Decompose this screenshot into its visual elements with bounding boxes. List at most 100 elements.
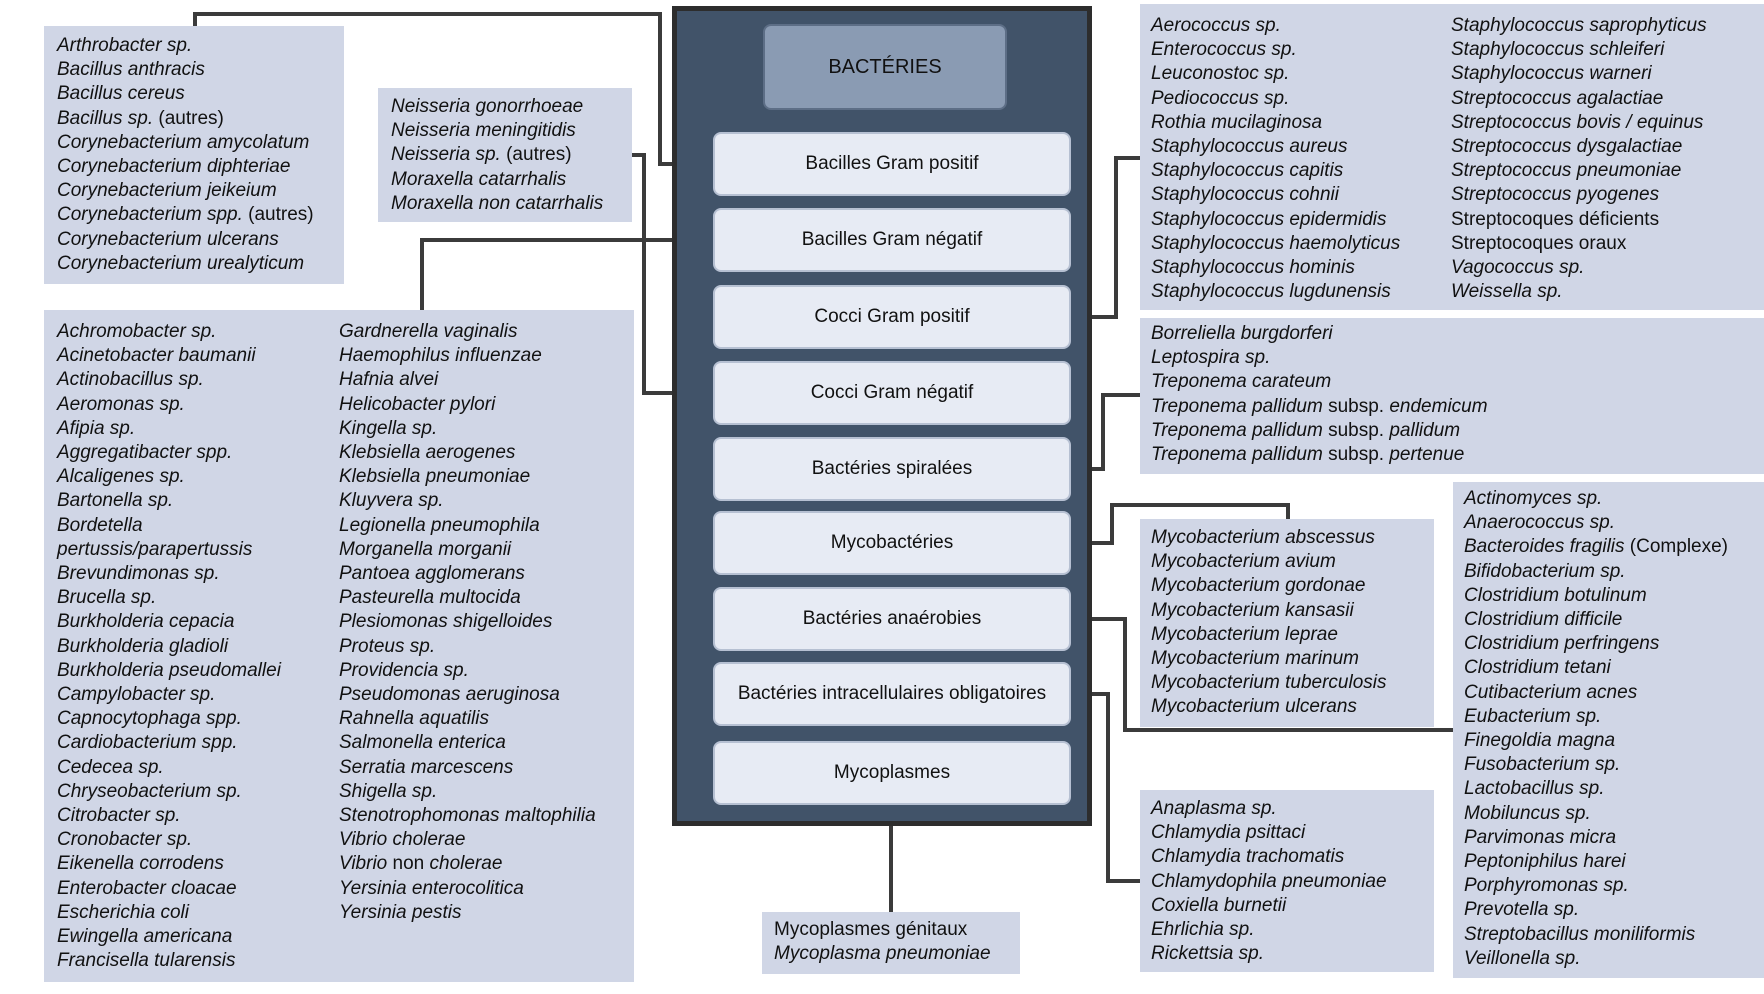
species-name: Corynebacterium diphteriae <box>57 156 291 178</box>
species-item: Cutibacterium acnes <box>1464 681 1764 705</box>
species-item: Salmonella enterica <box>339 731 596 755</box>
species-name: Streptococcus bovis / equinus <box>1451 111 1704 133</box>
category-cocci-gram-negatif: Cocci Gram négatif <box>713 361 1071 425</box>
species-item: Yersinia pestis <box>339 901 596 925</box>
species-name: Alcaligenes sp. <box>57 466 185 488</box>
species-name: Staphylococcus saprophyticus <box>1451 15 1707 36</box>
species-name: Neisseria sp. <box>391 144 501 166</box>
species-item: Cardiobacterium spp. <box>57 731 281 755</box>
species-name: Prevotella sp. <box>1464 899 1580 921</box>
species-name: Aerococcus sp. <box>1151 15 1281 36</box>
species-name: Acinetobacter baumanii <box>57 345 256 367</box>
species-item: Vibrio cholerae <box>339 828 596 852</box>
species-name: Staphylococcus warneri <box>1451 63 1652 85</box>
species-name: Corynebacterium amycolatum <box>57 131 310 153</box>
species-name: Mycobacterium gordonae <box>1151 575 1366 597</box>
species-item: Aerococcus sp. <box>1151 14 1400 38</box>
species-item: Capnocytophaga spp. <box>57 707 281 731</box>
species-name: Brucella sp. <box>57 587 157 609</box>
species-name: Francisella tularensis <box>57 950 236 972</box>
species-item: Prevotella sp. <box>1464 898 1764 922</box>
species-item: Pediococcus sp. <box>1151 87 1400 111</box>
species-item: Corynebacterium spp. (autres) <box>57 203 344 227</box>
species-name: Salmonella enterica <box>339 732 506 754</box>
species-qualifier: Streptocoques oraux <box>1451 232 1627 254</box>
species-item: Chlamydophila pneumoniae <box>1151 870 1434 894</box>
species-item: Leuconostoc sp. <box>1151 62 1400 86</box>
species-item: Eubacterium sp. <box>1464 705 1764 729</box>
species-name: Ehrlichia sp. <box>1151 919 1255 941</box>
species-item: Corynebacterium ulcerans <box>57 228 344 252</box>
species-name: Bordetella <box>57 514 143 536</box>
species-name: Aeromonas sp. <box>57 393 185 415</box>
species-item: Burkholderia pseudomallei <box>57 659 281 683</box>
species-item: Corynebacterium amycolatum <box>57 131 344 155</box>
species-name: Shigella sp. <box>339 780 438 802</box>
species-name: Vibrio cholerae <box>339 829 466 851</box>
species-name: Mobiluncus sp. <box>1464 802 1591 824</box>
species-name: Weissella sp. <box>1451 281 1563 303</box>
species-name: Treponema carateum <box>1151 371 1332 393</box>
species-qualifier: subsp. <box>1322 444 1390 466</box>
species-item: Acinetobacter baumanii <box>57 344 281 368</box>
species-name: Clostridium perfringens <box>1464 633 1660 655</box>
species-name: Bacillus anthracis <box>57 59 205 81</box>
species-name: Helicobacter pylori <box>339 393 496 415</box>
species-item: Escherichia coli <box>57 901 281 925</box>
species-item: Proteus sp. <box>339 635 596 659</box>
species-qualifier: subsp. <box>1322 395 1390 417</box>
species-name: Pantoea agglomerans <box>339 563 525 585</box>
species-item: Chryseobacterium sp. <box>57 780 281 804</box>
species-item: Corynebacterium jeikeium <box>57 179 344 203</box>
species-item: Staphylococcus lugdunensis <box>1151 280 1400 304</box>
species-item: Streptococcus agalactiae <box>1451 87 1707 111</box>
species-item: Bifidobacterium sp. <box>1464 560 1764 584</box>
species-name: Capnocytophaga spp. <box>57 708 242 730</box>
species-name: Enterococcus sp. <box>1151 39 1297 61</box>
species-name: Vagococcus sp. <box>1451 257 1585 279</box>
species-item: Treponema pallidum subsp. endemicum <box>1151 395 1764 419</box>
species-qualifier: (Complexe) <box>1624 536 1729 558</box>
species-item: Klebsiella pneumoniae <box>339 465 596 489</box>
species-item: Eikenella corrodens <box>57 852 281 876</box>
species-item: Coxiella burnetii <box>1151 894 1434 918</box>
species-item: Bordetella <box>57 514 281 538</box>
species-item: Burkholderia cepacia <box>57 610 281 634</box>
category-mycoplasmes: Mycoplasmes <box>713 741 1071 805</box>
species-item: Enterobacter cloacae <box>57 877 281 901</box>
category-mycobacteries: Mycobactéries <box>713 511 1071 575</box>
species-name: pertussis/parapertussis <box>57 538 253 560</box>
species-item: Bacillus sp. (autres) <box>57 107 344 131</box>
species-item: Mycobacterium gordonae <box>1151 574 1434 598</box>
species-item: Treponema carateum <box>1151 370 1764 394</box>
species-item: Mobiluncus sp. <box>1464 802 1764 826</box>
species-item: Streptocoques déficients <box>1451 208 1707 232</box>
species-name: Plesiomonas shigelloides <box>339 611 553 633</box>
species-name: Chryseobacterium sp. <box>57 780 242 802</box>
species-name: Mycobacterium tuberculosis <box>1151 672 1387 694</box>
species-name: Treponema pallidum <box>1151 395 1323 417</box>
species-name: Campylobacter sp. <box>57 684 216 706</box>
species-item: Clostridium tetani <box>1464 656 1764 680</box>
species-item: Afipia sp. <box>57 417 281 441</box>
species-name: Rothia mucilaginosa <box>1151 111 1323 133</box>
species-name: Actinomyces sp. <box>1464 488 1603 509</box>
species-item: Parvimonas micra <box>1464 826 1764 850</box>
species-item: Pantoea agglomerans <box>339 562 596 586</box>
species-item: Bartonella sp. <box>57 489 281 513</box>
species-qualifier: (autres) <box>153 107 224 129</box>
species-name: Leuconostoc sp. <box>1151 63 1290 85</box>
species-name: Proteus sp. <box>339 635 436 657</box>
species-item: Gardnerella vaginalis <box>339 320 596 344</box>
species-name: Porphyromonas sp. <box>1464 875 1629 897</box>
species-name: Moraxella catarrhalis <box>391 168 567 190</box>
species-name: Morganella morganii <box>339 538 512 560</box>
species-item: Bacillus cereus <box>57 82 344 106</box>
species-name: Bacteroides fragilis <box>1464 536 1625 558</box>
species-item: Streptococcus pyogenes <box>1451 183 1707 207</box>
species-name: Providencia sp. <box>339 659 469 681</box>
species-item: Staphylococcus aureus <box>1151 135 1400 159</box>
species-name: Rahnella aquatilis <box>339 708 489 730</box>
category-intracellulaires: Bactéries intracellulaires obligatoires <box>713 662 1071 726</box>
